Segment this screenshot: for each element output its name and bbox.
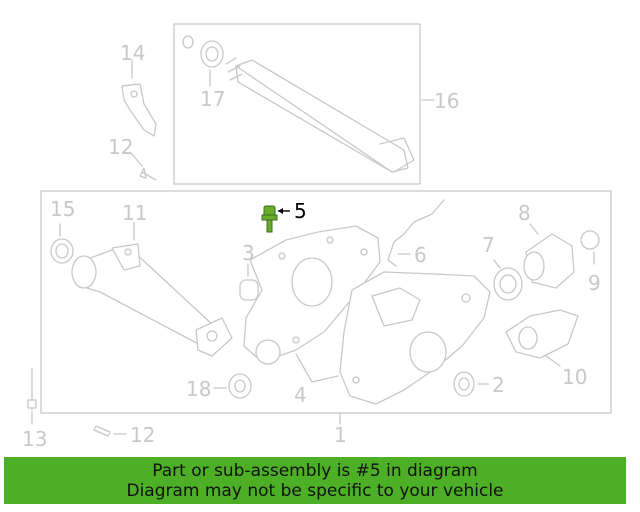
housing-tube-11 [71,221,233,357]
bolt-13 [27,367,37,425]
label-2: 2 [492,373,505,397]
label-4: 4 [294,383,307,407]
label-14: 14 [120,41,145,65]
banner-line-1: Part or sub-assembly is #5 in diagram [152,461,478,481]
mount-10 [505,309,579,367]
seal-15 [50,223,74,264]
carrier-housing-1 [339,271,491,405]
label-3: 3 [242,241,255,265]
label-12-bottom: 12 [130,423,155,447]
label-18: 18 [186,377,211,401]
info-banner: Part or sub-assembly is #5 in diagram Di… [4,457,626,504]
label-13: 13 [22,427,47,451]
banner-line-2: Diagram may not be specific to your vehi… [126,481,504,501]
bushing-3 [239,263,259,301]
label-1: 1 [334,423,347,447]
bushing-18 [213,373,252,399]
label-7: 7 [482,233,495,257]
breather-pipe-6 [387,199,445,267]
differential-box [40,190,612,414]
label-6: 6 [414,243,427,267]
seal-7 [493,259,523,301]
label-15: 15 [50,197,75,221]
part-5-bolt [261,205,290,233]
bolt-12-bottom [93,425,127,437]
flange-8 [523,223,575,289]
label-8: 8 [518,201,531,225]
label-11: 11 [122,201,147,225]
label-16: 16 [434,89,459,113]
shaft-seal-17 [200,40,224,68]
label-10: 10 [562,365,587,389]
seal-2 [453,371,489,397]
parts-diagram: 14 12 17 16 15 11 5 3 6 7 8 9 10 18 4 2 … [22,23,612,451]
nut-9 [580,230,600,265]
label-12-top: 12 [108,135,133,159]
label-5: 5 [294,199,307,223]
label-9: 9 [588,271,601,295]
label-17: 17 [200,87,225,111]
shaft-box [173,23,421,185]
snap-ring [182,35,194,49]
bolt-12-top [131,153,157,181]
drive-shaft [225,57,415,173]
carrier-cover-4 [243,225,381,365]
bracket-14 [121,59,157,137]
